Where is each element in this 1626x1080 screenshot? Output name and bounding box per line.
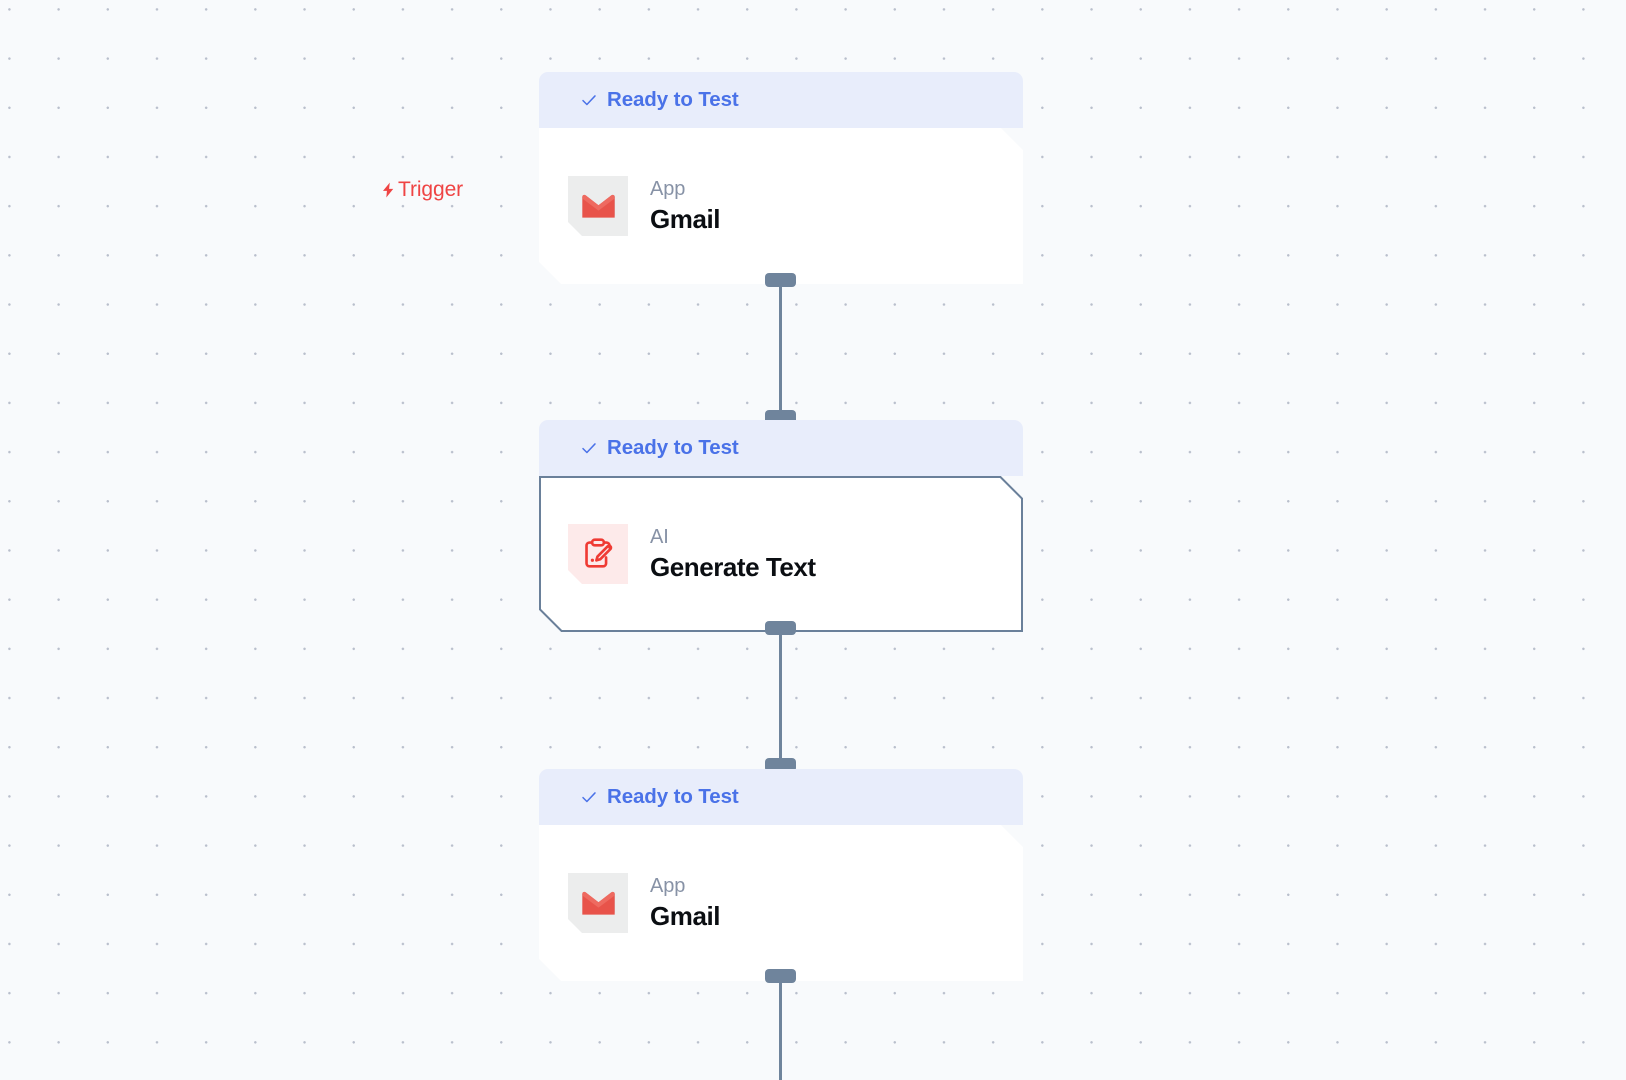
node-title: Gmail	[650, 203, 720, 234]
node-status-bar: Ready to Test	[539, 72, 1023, 128]
node-card[interactable]: App Gmail	[539, 825, 1023, 981]
node-kicker: App	[650, 874, 686, 897]
node-status-bar: Ready to Test	[539, 769, 1023, 825]
node-status-text: Ready to Test	[607, 785, 739, 808]
node-status-bar: Ready to Test	[539, 420, 1023, 476]
node-status-text: Ready to Test	[607, 436, 739, 459]
node-card[interactable]: AI Generate Text	[539, 476, 1023, 632]
edge-connector	[779, 627, 782, 765]
node-input-handle[interactable]	[765, 758, 796, 772]
clipboard-pencil-icon	[568, 524, 628, 584]
node-text-block: AI Generate Text	[650, 526, 816, 583]
node-text-block: App Gmail	[650, 178, 720, 235]
node-title: Gmail	[650, 900, 720, 931]
gmail-icon	[568, 176, 628, 236]
check-icon	[580, 91, 598, 109]
trigger-label: Trigger	[380, 178, 463, 202]
edge-connector	[779, 279, 782, 417]
workflow-node-gmail-trigger[interactable]: Ready to Test App Gmail	[539, 72, 1023, 284]
check-icon	[580, 788, 598, 806]
node-kicker: AI	[650, 525, 669, 548]
trigger-label-text: Trigger	[398, 178, 464, 201]
node-kicker: App	[650, 177, 686, 200]
workflow-node-generate-text[interactable]: Ready to Test AI Generate Text	[539, 420, 1023, 632]
node-text-block: App Gmail	[650, 875, 720, 932]
node-title: Generate Text	[650, 551, 816, 582]
lightning-bolt-icon	[380, 179, 397, 201]
workflow-node-gmail-action[interactable]: Ready to Test App Gmail	[539, 769, 1023, 981]
check-icon	[580, 439, 598, 457]
node-card[interactable]: App Gmail	[539, 128, 1023, 284]
gmail-icon	[568, 873, 628, 933]
node-status-text: Ready to Test	[607, 88, 739, 111]
edge-connector	[779, 975, 782, 1080]
